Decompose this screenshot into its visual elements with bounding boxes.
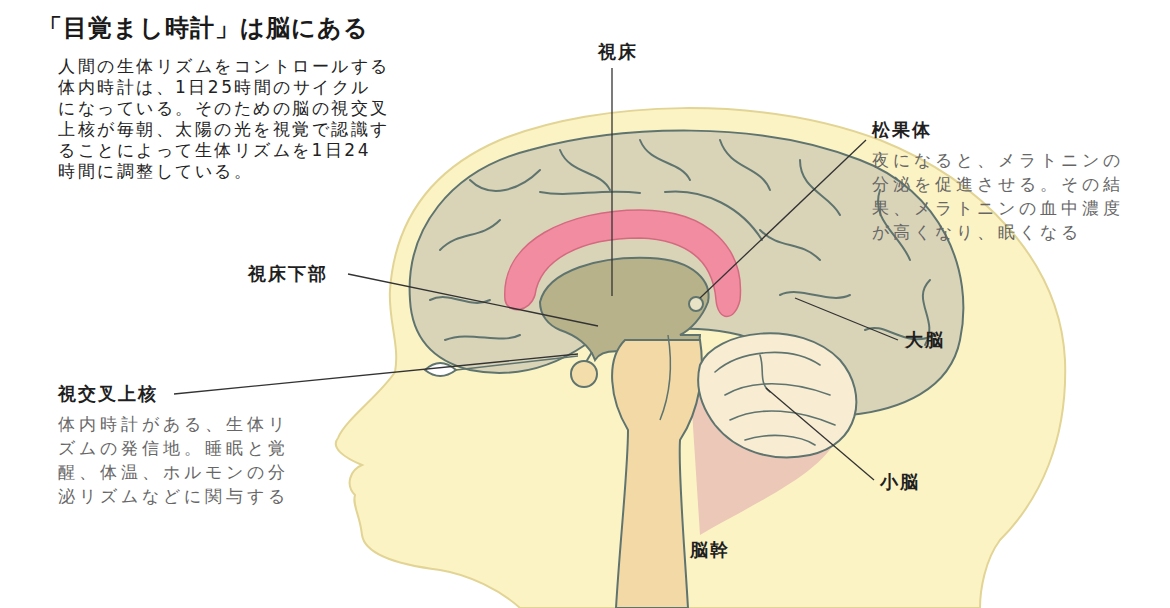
folia-line bbox=[745, 435, 815, 445]
pineal-gland bbox=[689, 297, 703, 311]
part-name: 視交叉上核 bbox=[58, 382, 158, 406]
folia-line bbox=[725, 384, 830, 395]
sulcus-line bbox=[560, 150, 610, 190]
aqueduct-line bbox=[660, 335, 670, 420]
leader-line bbox=[174, 354, 578, 394]
sulcus-line bbox=[800, 160, 840, 215]
leader-line bbox=[795, 298, 898, 340]
sulcus-line bbox=[720, 140, 770, 190]
diagram-title: 「目覚まし時計」は脳にある bbox=[38, 12, 369, 44]
part-name: 視床下部 bbox=[248, 262, 328, 286]
sulcus-line bbox=[760, 230, 820, 260]
eye-symbol bbox=[425, 363, 456, 376]
sulcus-line bbox=[440, 220, 500, 250]
sulcus-line bbox=[540, 192, 640, 194]
part-name: 脳幹 bbox=[690, 538, 730, 562]
sulcus-line bbox=[470, 170, 540, 191]
part-name: 大脳 bbox=[905, 328, 945, 352]
part-name: 視床 bbox=[598, 40, 638, 64]
sulcus-line bbox=[640, 140, 690, 180]
optic-nerve bbox=[456, 356, 578, 370]
part-description: 夜になると、メラトニンの 分泌を促進させる。その結 果、メラトニンの血中濃度 が… bbox=[872, 148, 1157, 244]
leader-line bbox=[766, 388, 874, 480]
sulcus-line bbox=[445, 335, 520, 340]
part-description: 体内時計がある、生体リ ズムの発信地。睡眠と覚 醒、体温、ホルモンの分 泌リズム… bbox=[58, 412, 333, 508]
part-name: 小脳 bbox=[880, 470, 920, 494]
leader-line bbox=[348, 274, 598, 326]
folia-line bbox=[730, 411, 835, 425]
cerebellum-shape bbox=[698, 333, 856, 457]
intro-text: 人間の生体リズムをコントロールする 体内時計は、1日25時間のサイクル になって… bbox=[58, 56, 418, 182]
brainstem-shape bbox=[612, 340, 702, 608]
leader-line bbox=[611, 68, 612, 296]
sulcus-line bbox=[780, 292, 850, 298]
part-name: 松果体 bbox=[872, 118, 932, 142]
folia-line bbox=[715, 352, 820, 372]
leader-line bbox=[700, 140, 866, 298]
folia-line bbox=[760, 355, 770, 392]
pituitary-gland bbox=[571, 361, 597, 387]
